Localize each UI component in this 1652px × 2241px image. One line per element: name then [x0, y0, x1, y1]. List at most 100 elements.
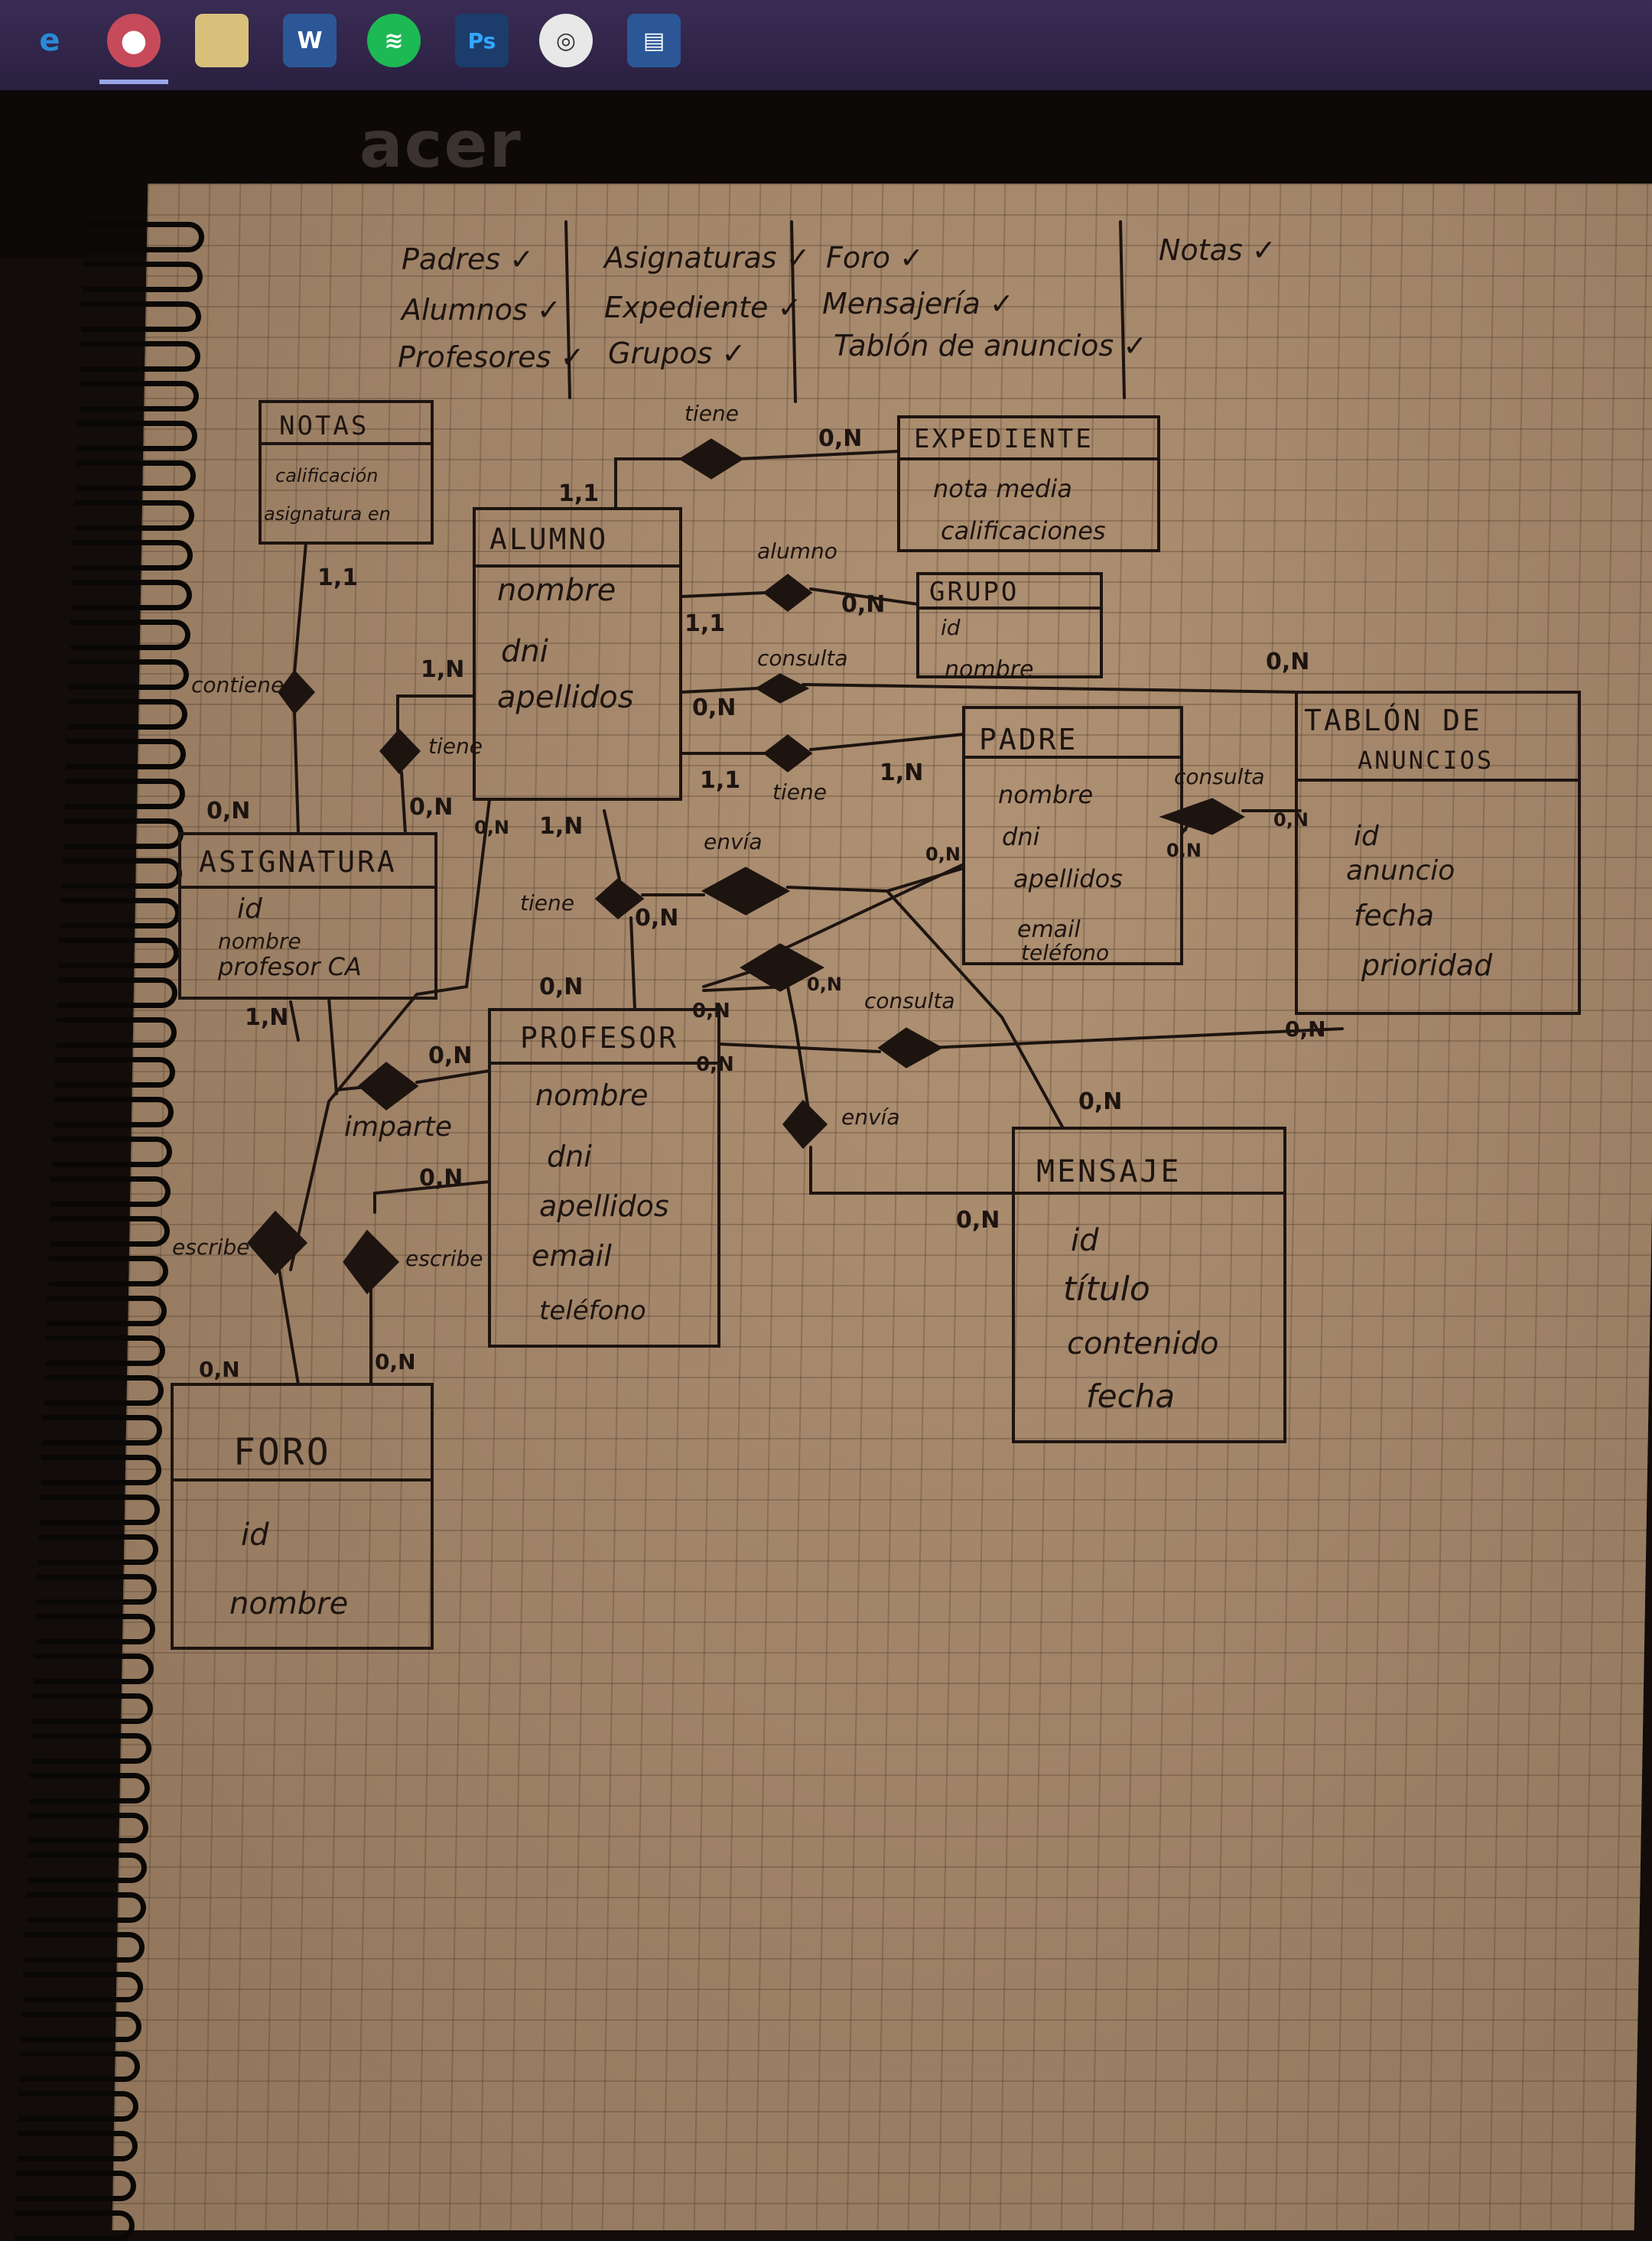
- spiral-coil: [22, 1972, 143, 2002]
- cardinality: 1,N: [421, 656, 464, 683]
- cardinality: 0,N: [925, 844, 961, 865]
- entity-attr: nombre: [998, 780, 1093, 809]
- word-icon[interactable]: W: [283, 14, 337, 67]
- diamond-consulta-mensaje: [877, 1027, 944, 1068]
- spiral-coil: [46, 1296, 167, 1326]
- spiral-coil: [17, 2131, 138, 2161]
- checklist-item: Mensajería ✓: [822, 287, 1014, 320]
- entity-alumno-box: [473, 507, 682, 801]
- checklist-item: Notas ✓: [1159, 233, 1276, 267]
- cardinality: 0,N: [1166, 840, 1202, 861]
- photoshop-icon[interactable]: Ps: [455, 14, 509, 67]
- relation-label: imparte: [344, 1111, 452, 1143]
- entity-title: EXPEDIENTE: [914, 424, 1094, 454]
- relation-label: tiene: [772, 779, 827, 805]
- diamond-consulta-padre-tablon: [1159, 798, 1246, 835]
- file-explorer-icon[interactable]: [195, 14, 249, 67]
- relation-label: envía: [841, 1104, 899, 1130]
- spiral-coil: [27, 1852, 148, 1883]
- spiral-coil: [31, 1733, 151, 1764]
- entity-attr: id: [1071, 1223, 1099, 1258]
- app-icon[interactable]: ◎: [539, 14, 593, 67]
- spiral-coil: [47, 1256, 168, 1286]
- cardinality: 0,N: [696, 1053, 734, 1076]
- entity-attr: email: [532, 1239, 612, 1273]
- spiral-coil: [71, 580, 192, 610]
- entity-notas-box: [259, 400, 434, 545]
- documents-icon[interactable]: ▤: [627, 14, 681, 67]
- spiral-coil: [42, 1415, 163, 1446]
- spiral-coil: [84, 222, 204, 252]
- cardinality: 1,1: [685, 610, 725, 637]
- entity-asignatura-box: [178, 832, 437, 1000]
- checklist-divider: [1119, 220, 1126, 399]
- spotify-icon[interactable]: ≋: [367, 14, 421, 67]
- cardinality: 1,1: [700, 767, 740, 794]
- cardinality: 0,N: [956, 1207, 1000, 1234]
- checklist-item: Expediente ✓: [604, 291, 802, 324]
- entity-profesor-box: [488, 1008, 720, 1348]
- cardinality: 0,N: [428, 1042, 472, 1069]
- entity-attr: id: [237, 893, 263, 925]
- spiral-coil: [32, 1693, 153, 1724]
- spiral-coil: [30, 1773, 151, 1804]
- edge-icon[interactable]: e: [39, 23, 60, 58]
- cardinality: 0,N: [692, 694, 736, 721]
- spiral-coil: [80, 341, 200, 372]
- relation-label: contiene: [191, 672, 284, 698]
- cardinality: 0,N: [818, 425, 862, 452]
- entity-title: GRUPO: [929, 577, 1019, 607]
- entity-attr: apellidos: [539, 1189, 669, 1223]
- spiral-coil: [60, 898, 181, 929]
- cardinality: 0,N: [409, 794, 453, 821]
- firefox-icon[interactable]: ●: [107, 14, 161, 67]
- spiral-coil: [66, 739, 187, 769]
- checklist-item: Alumnos ✓: [399, 293, 561, 327]
- relationship-diamonds: [247, 438, 1246, 1295]
- spiral-coil: [81, 301, 202, 332]
- entity-expediente-box: [897, 415, 1160, 552]
- laptop-brand-logo: acer: [359, 107, 522, 182]
- cardinality: 0,N: [635, 905, 678, 932]
- entity-padre-box: [962, 706, 1183, 965]
- entity-attr: teléfono: [1021, 940, 1109, 965]
- entity-attr: prioridad: [1361, 948, 1493, 982]
- spiral-coil: [73, 540, 193, 571]
- entity-title: FORO: [233, 1431, 331, 1474]
- spiral-coil: [64, 779, 185, 809]
- cardinality: 1,1: [558, 480, 599, 507]
- cardinality: 0,N: [692, 1000, 730, 1023]
- cardinality: 1,N: [880, 759, 923, 786]
- cardinality: 0,N: [1266, 649, 1309, 675]
- diamond-escribe-1: [247, 1210, 308, 1276]
- diamond-tiene-padre: [763, 734, 813, 772]
- checklist-item: Foro ✓: [826, 241, 924, 275]
- spiral-coil: [76, 421, 197, 451]
- diamond-alumno-grupo: [763, 574, 813, 612]
- diamond-tiene-asignatura: [379, 728, 421, 775]
- diamond-consulta-tablon: [755, 673, 810, 704]
- entity-attr: apellidos: [1013, 864, 1123, 893]
- entity-attr: fecha: [1086, 1377, 1175, 1415]
- relation-label: tiene: [685, 401, 739, 426]
- spiral-coil: [24, 1932, 145, 1963]
- cardinality: 0,N: [206, 798, 250, 825]
- entity-attr: nombre: [945, 656, 1033, 683]
- cardinality: 0,N: [474, 817, 509, 838]
- cardinality: 0,N: [1285, 1016, 1326, 1042]
- cardinality: 0,N: [539, 974, 583, 1000]
- spiral-coil: [78, 381, 199, 411]
- entity-mensaje-box: [1012, 1127, 1286, 1443]
- relation-label: consulta: [757, 646, 848, 671]
- entity-attr: apellidos: [497, 680, 634, 715]
- checklist-item: Profesores ✓: [398, 340, 584, 374]
- spiral-coil: [76, 460, 197, 491]
- active-tab-indicator: [99, 80, 168, 84]
- entity-title: NOTAS: [279, 411, 369, 441]
- entity-title: ALUMNO: [489, 522, 608, 556]
- cardinality: 0,N: [199, 1357, 240, 1382]
- checklist-item: Grupos ✓: [608, 337, 746, 370]
- entity-attr: nota media: [933, 474, 1072, 503]
- spiral-coil: [56, 1017, 177, 1048]
